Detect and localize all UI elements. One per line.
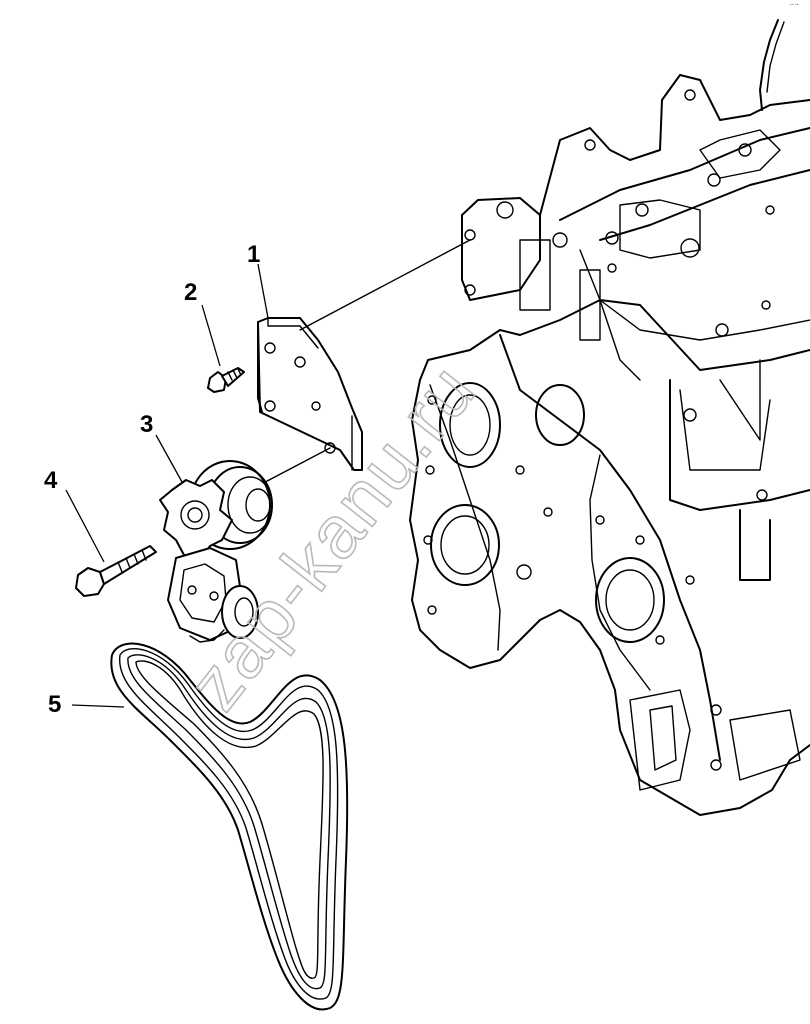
- callout-labels: 1 2 3 4 5: [44, 241, 260, 718]
- engine-block: [409, 19, 810, 816]
- belt-tensioner-part-3: [159, 460, 273, 643]
- screw-part-2: [207, 367, 245, 393]
- bracket-plate-part-1: [249, 239, 471, 491]
- corner-mark: ▪▪ ▪▪: [790, 2, 799, 8]
- callout-5: 5: [48, 691, 61, 718]
- callout-1: 1: [247, 241, 260, 268]
- leader-lines: [65, 263, 269, 708]
- callout-2: 2: [184, 279, 197, 306]
- serpentine-belt-part-5: [110, 642, 349, 1011]
- callout-3: 3: [140, 411, 153, 438]
- bolt-part-4: [75, 545, 157, 597]
- callout-4: 4: [44, 467, 58, 494]
